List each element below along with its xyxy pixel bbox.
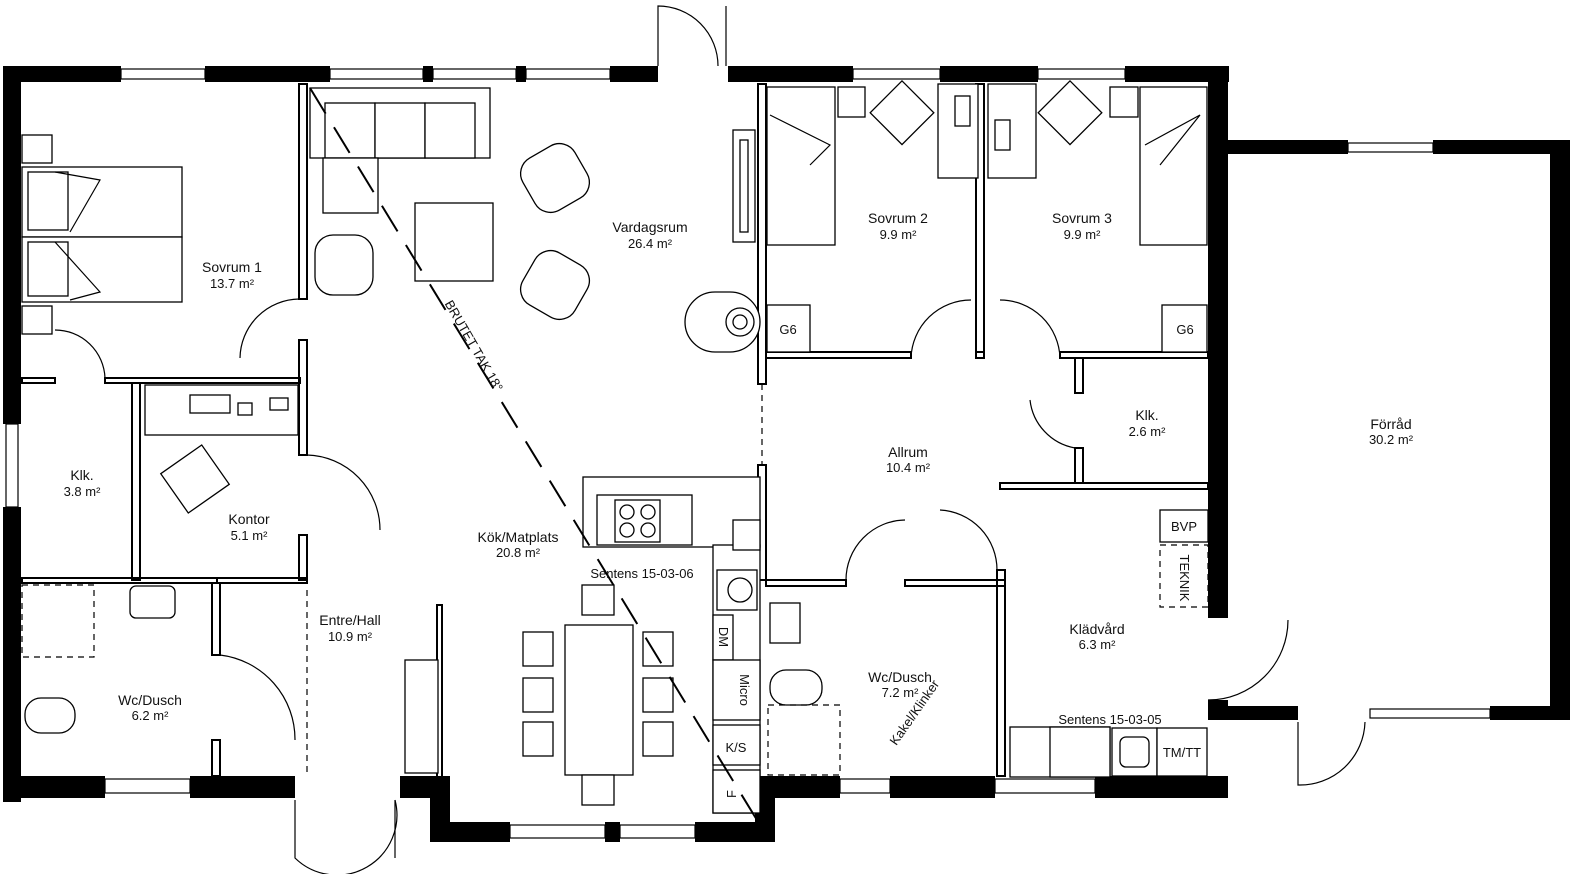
room-name: Wc/Dusch bbox=[118, 692, 182, 708]
room-kladvard: Klädvård 6.3 m² bbox=[1069, 621, 1124, 652]
room-name: Allrum bbox=[888, 444, 928, 460]
furniture bbox=[21, 79, 1209, 814]
room-name: Förråd bbox=[1370, 416, 1411, 432]
room-wc1: Wc/Dusch 6.2 m² bbox=[118, 692, 182, 723]
room-area: 9.9 m² bbox=[1064, 227, 1102, 242]
roof-break-line bbox=[309, 87, 761, 826]
dm-label: DM bbox=[716, 627, 731, 647]
room-area: 30.2 m² bbox=[1369, 432, 1414, 447]
room-area: 20.8 m² bbox=[496, 545, 541, 560]
room-area: 26.4 m² bbox=[628, 236, 673, 251]
interior-walls bbox=[21, 83, 1209, 778]
room-area: 10.9 m² bbox=[328, 629, 373, 644]
g6-label-1: G6 bbox=[779, 322, 796, 337]
room-area: 7.2 m² bbox=[882, 685, 920, 700]
room-allrum: Allrum 10.4 m² bbox=[886, 444, 931, 475]
room-sovrum1: Sovrum 1 13.7 m² bbox=[202, 259, 262, 291]
f-label: F bbox=[724, 790, 739, 798]
room-name: Kontor bbox=[228, 511, 270, 527]
roof-label: BRUTET TAK 18° bbox=[442, 298, 506, 394]
room-area: 2.6 m² bbox=[1129, 424, 1167, 439]
room-area: 6.2 m² bbox=[132, 708, 170, 723]
room-name: Sovrum 2 bbox=[868, 210, 928, 226]
room-area: 10.4 m² bbox=[886, 460, 931, 475]
teknik-label: TEKNIK bbox=[1177, 555, 1192, 602]
room-name: Entre/Hall bbox=[319, 612, 380, 628]
room-name: Sovrum 1 bbox=[202, 259, 262, 275]
room-name: Klädvård bbox=[1069, 621, 1124, 637]
room-name: Sovrum 3 bbox=[1052, 210, 1112, 226]
ks-label: K/S bbox=[726, 740, 747, 755]
sentens-kitchen-label: Sentens 15-03-06 bbox=[590, 566, 693, 581]
room-area: 6.3 m² bbox=[1079, 637, 1117, 652]
room-name: Vardagsrum bbox=[612, 219, 687, 235]
room-vardagsrum: Vardagsrum 26.4 m² bbox=[612, 219, 687, 251]
g6-label-2: G6 bbox=[1176, 322, 1193, 337]
room-area: 3.8 m² bbox=[64, 484, 102, 499]
room-name: Klk. bbox=[70, 467, 93, 483]
room-name: Wc/Dusch bbox=[868, 669, 932, 685]
room-sovrum3: Sovrum 3 9.9 m² bbox=[1052, 210, 1112, 242]
room-area: 13.7 m² bbox=[210, 276, 255, 291]
sentens-laundry-label: Sentens 15-03-05 bbox=[1058, 712, 1161, 727]
room-name: Klk. bbox=[1135, 407, 1158, 423]
room-kok: Kök/Matplats 20.8 m² bbox=[478, 529, 559, 560]
room-wc2: Wc/Dusch 7.2 m² bbox=[868, 669, 932, 700]
room-area: 5.1 m² bbox=[231, 528, 269, 543]
room-kontor: Kontor 5.1 m² bbox=[228, 511, 270, 543]
room-klk1: Klk. 3.8 m² bbox=[64, 467, 102, 499]
room-name: Kök/Matplats bbox=[478, 529, 559, 545]
bvp-label: BVP bbox=[1171, 519, 1197, 534]
room-klk2: Klk. 2.6 m² bbox=[1129, 407, 1167, 439]
room-forrad: Förråd 30.2 m² bbox=[1369, 416, 1414, 447]
doors bbox=[54, 5, 1366, 874]
micro-label: Micro bbox=[737, 674, 752, 706]
room-entre: Entre/Hall 10.9 m² bbox=[319, 612, 380, 644]
room-sovrum2: Sovrum 2 9.9 m² bbox=[868, 210, 928, 242]
exterior-walls bbox=[3, 66, 1570, 842]
tmtt-label: TM/TT bbox=[1163, 745, 1201, 760]
room-area: 9.9 m² bbox=[880, 227, 918, 242]
